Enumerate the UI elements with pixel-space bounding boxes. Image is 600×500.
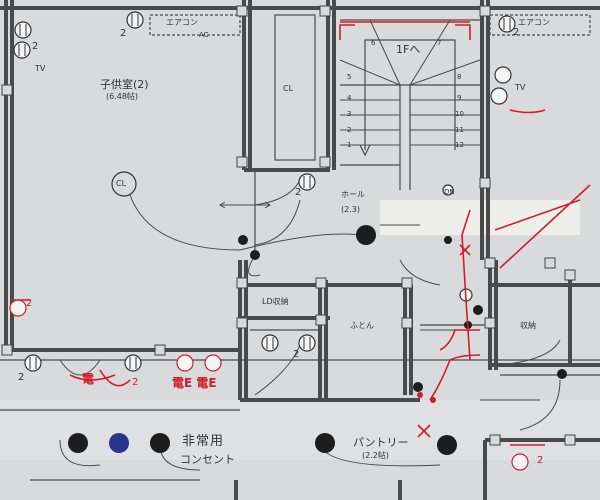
red-note-two: 2 bbox=[132, 377, 139, 388]
storage-label: 収納 bbox=[520, 321, 536, 330]
kids-room-name: 子供室(2) bbox=[100, 78, 149, 91]
outlet-count-right: 2 bbox=[513, 27, 520, 38]
aircon-right-label: エアコン bbox=[518, 18, 550, 27]
stair-step-9: 9 bbox=[457, 94, 462, 102]
emergency-outlet-line1: 非常用 bbox=[182, 434, 225, 449]
stair-step-1: 1 bbox=[347, 141, 352, 149]
stair-direction-label: 1Fへ bbox=[396, 43, 421, 56]
stair-step-4: 4 bbox=[347, 94, 352, 102]
red-note-e2-bottom: 2 bbox=[537, 455, 544, 466]
futon-storage-label: ふとん bbox=[350, 321, 374, 330]
closet-circle-marker bbox=[111, 171, 137, 197]
emergency-outlet-line2: コンセント bbox=[180, 453, 235, 466]
ld-storage-label: LD収納 bbox=[262, 297, 289, 306]
hall-name: ホール bbox=[341, 190, 365, 199]
red-note-re: 電E 電E bbox=[172, 376, 217, 390]
hall-size: (2.3) bbox=[341, 205, 360, 214]
outlet-count-left: 2 bbox=[32, 41, 39, 52]
outlet-count-top: 2 bbox=[120, 28, 127, 39]
aircon-left-label: エアコン bbox=[166, 18, 198, 27]
stair-step-3: 3 bbox=[347, 110, 352, 118]
kids-room-size: (6.48帖) bbox=[106, 92, 139, 101]
stair-step-2: 2 bbox=[347, 126, 352, 134]
tv-right-label: TV bbox=[515, 83, 526, 92]
outlet-count-hall: 2 bbox=[295, 187, 302, 198]
stair-step-7: 7 bbox=[437, 39, 442, 47]
red-note-e2-left: 2 bbox=[26, 298, 33, 309]
closet-circle-label: CL bbox=[116, 179, 127, 188]
red-note-phone: 電 bbox=[82, 372, 95, 386]
stair-step-6: 6 bbox=[371, 39, 376, 47]
closet-upper-label: CL bbox=[283, 84, 294, 93]
stair-step-10: 10 bbox=[455, 110, 464, 118]
outlet-count-bottom-left: 2 bbox=[18, 372, 25, 383]
pantry-size: (2.2帖) bbox=[362, 451, 389, 460]
stair-step-11: 11 bbox=[455, 126, 464, 134]
stair-step-5: 5 bbox=[347, 73, 352, 81]
tv-left-label: TV bbox=[35, 64, 46, 73]
stair-step-8: 8 bbox=[457, 73, 462, 81]
pantry-name: パントリー bbox=[353, 436, 409, 449]
stair-step-12: 12 bbox=[455, 141, 464, 149]
stair-down-label: DN bbox=[444, 188, 455, 196]
outlet-count-ldk: 2 bbox=[293, 349, 300, 360]
ac-mark-label: AC bbox=[199, 31, 209, 39]
